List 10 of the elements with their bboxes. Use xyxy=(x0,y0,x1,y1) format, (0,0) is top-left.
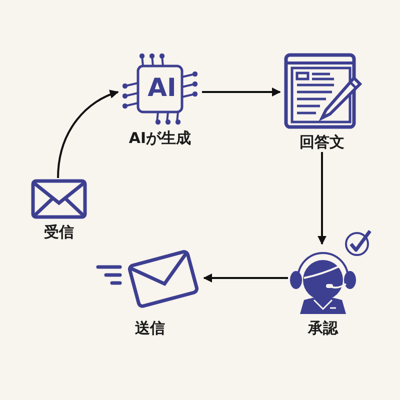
arrow xyxy=(202,88,281,96)
step-label: 回答文 xyxy=(300,132,344,152)
step-label: 受信 xyxy=(44,222,74,242)
arrow xyxy=(318,152,326,245)
step-label: 承認 xyxy=(308,318,338,338)
step-label: 送信 xyxy=(135,318,165,338)
step-label: AIが生成 xyxy=(128,128,192,148)
arrow xyxy=(57,90,119,178)
chip-text: AI xyxy=(146,73,178,103)
arrow xyxy=(203,274,288,282)
